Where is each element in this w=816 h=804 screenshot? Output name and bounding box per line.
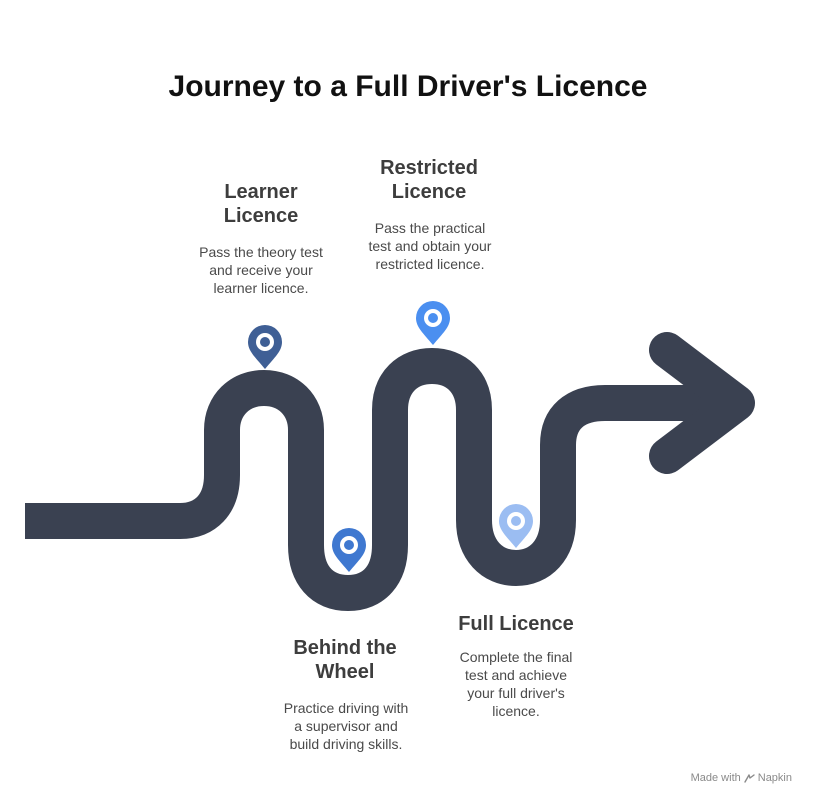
step-title-full: Full Licence [458,613,574,635]
step-title-learner: Learner Licence [223,181,299,227]
napkin-brand: Napkin [744,772,792,784]
step-desc-learner: Pass the theory test and receive your le… [199,244,323,296]
napkin-logo-icon [744,773,755,783]
step-desc-behind-wheel: Practice driving with a supervisor and b… [283,700,409,752]
step-title-behind-wheel: Behind the Wheel [293,637,397,683]
made-with-label: Made with [690,772,741,784]
winding-road [25,348,730,611]
footer-watermark: Made with Napkin [691,772,792,784]
napkin-label: Napkin [757,772,792,784]
step-desc-full: Complete the final test and achieve your… [459,649,573,719]
pin-icon-learner [248,325,282,369]
pin-icon-behind-wheel [332,528,366,572]
pin-icon-restricted [416,301,450,345]
step-title-restricted: Restricted Licence [380,157,478,203]
pin-icon-full [499,504,533,548]
page-title: Journey to a Full Driver's Licence [168,70,648,103]
step-desc-restricted: Pass the practical test and obtain your … [368,220,492,272]
arrow-head-icon [649,332,755,474]
